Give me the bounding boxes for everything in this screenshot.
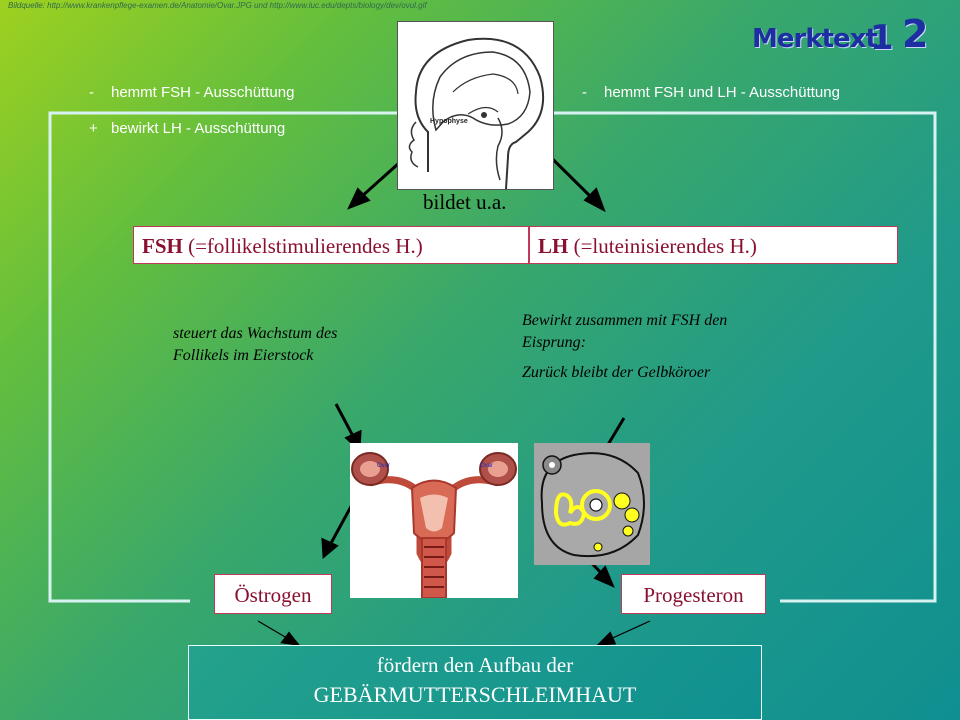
oestrogen-label: Östrogen [234, 583, 312, 607]
endometrium-result-box: fördern den Aufbau der GEBÄRMUTTERSCHLEI… [188, 645, 762, 720]
fsh-note-line: steuert das Wachstum des [173, 325, 338, 342]
fsh-function-note: steuert das Wachstum des Follikels im Ei… [173, 323, 337, 367]
lh-box: LH (=luteinisierendes H.) [529, 226, 898, 264]
result-line-1: fördern den Aufbau der [376, 653, 574, 677]
corpus-luteum-image [534, 443, 650, 565]
fsh-inhibition-text: hemmt FSH - Ausschüttung [111, 84, 295, 101]
brain-drawing-icon [408, 37, 544, 189]
lh-note-line: Eisprung: [522, 334, 586, 351]
lh-abbreviation: LH [538, 234, 569, 258]
minus-sign: - [582, 84, 587, 101]
merktext-word: Merktext [752, 24, 878, 54]
fsh-full-name: (=follikelstimulierendes H.) [182, 234, 423, 258]
ovary-cross-section-icon [540, 452, 645, 558]
merktext-number-1: 1 [870, 18, 894, 58]
ovary-label-left: Ovar [377, 463, 391, 469]
fsh-inhibition-note: -hemmt FSH - Ausschüttung [89, 84, 294, 101]
merktext-badge[interactable]: Merktext 1 2 [752, 10, 952, 62]
produces-label: bildet u.a. [423, 190, 507, 214]
uterus-drawing-icon [351, 452, 517, 598]
lh-note-line: Bewirkt zusammen mit FSH den [522, 312, 728, 329]
image-source-note: Bildquelle: http://www.krankenpflege-exa… [8, 1, 427, 10]
lh-stimulation-text: bewirkt LH - Ausschüttung [111, 120, 286, 137]
hypophyse-label: Hypophyse [430, 118, 468, 125]
lh-function-note: Bewirkt zusammen mit FSH den Eisprung: Z… [522, 310, 727, 384]
uterus-ovary-image: Ovar Ovar [350, 443, 518, 598]
merktext-number-2: 2 [902, 12, 928, 56]
ovary-label-right: Ovar [480, 463, 494, 469]
progesteron-label: Progesteron [643, 583, 744, 607]
lh-full-name: (=luteinisierendes H.) [568, 234, 757, 258]
fsh-abbreviation: FSH [142, 234, 183, 258]
oestrogen-box: Östrogen [214, 574, 332, 614]
progesteron-box: Progesteron [621, 574, 766, 614]
fsh-box: FSH (=follikelstimulierendes H.) [133, 226, 529, 264]
brain-pituitary-image: Hypophyse [397, 21, 554, 190]
fsh-lh-inhibition-text: hemmt FSH und LH - Ausschüttung [604, 84, 840, 101]
lh-stimulation-note: + bewirkt LH - Ausschüttung [89, 120, 285, 137]
result-line-2: GEBÄRMUTTERSCHLEIMHAUT [313, 682, 637, 707]
lh-note-line: Zurück bleibt der Gelbköroer [522, 364, 711, 381]
plus-sign: + [89, 120, 98, 137]
minus-sign: - [89, 84, 94, 101]
fsh-lh-inhibition-note: -hemmt FSH und LH - Ausschüttung [582, 84, 840, 101]
fsh-note-line: Follikels im Eierstock [173, 347, 314, 364]
